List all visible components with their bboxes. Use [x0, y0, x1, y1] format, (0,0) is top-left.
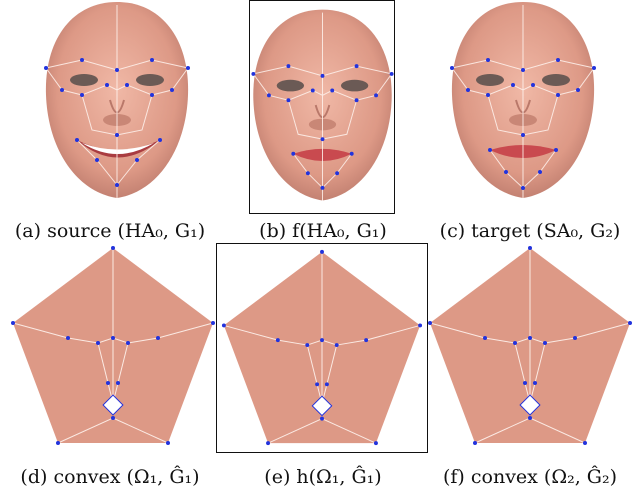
panel-e-harmonic-map [219, 245, 425, 450]
panel-d-convex-domain [8, 243, 218, 448]
convex-image-f [425, 243, 635, 448]
caption-f: (f) convex (Ω₂, Ĝ₂) [425, 466, 635, 488]
face-image-a [22, 0, 212, 205]
panel-f-convex-domain [425, 243, 635, 448]
panel-a-source-face [22, 0, 212, 205]
caption-e: (e) h(Ω₁, Ĝ₁) [218, 466, 428, 488]
convex-image-d [8, 243, 218, 448]
face-image-c [428, 0, 618, 205]
caption-b: (b) f(HA₀, G₁) [218, 220, 428, 242]
panel-c-target-face [428, 0, 618, 205]
panel-b-transferred-face [230, 5, 415, 210]
caption-d: (d) convex (Ω₁, Ĝ₁) [5, 466, 215, 488]
caption-a: (a) source (HA₀, G₁) [5, 220, 215, 242]
face-image-b [230, 5, 415, 210]
caption-c: (c) target (SA₀, G₂) [425, 220, 635, 242]
convex-image-e [219, 245, 425, 450]
